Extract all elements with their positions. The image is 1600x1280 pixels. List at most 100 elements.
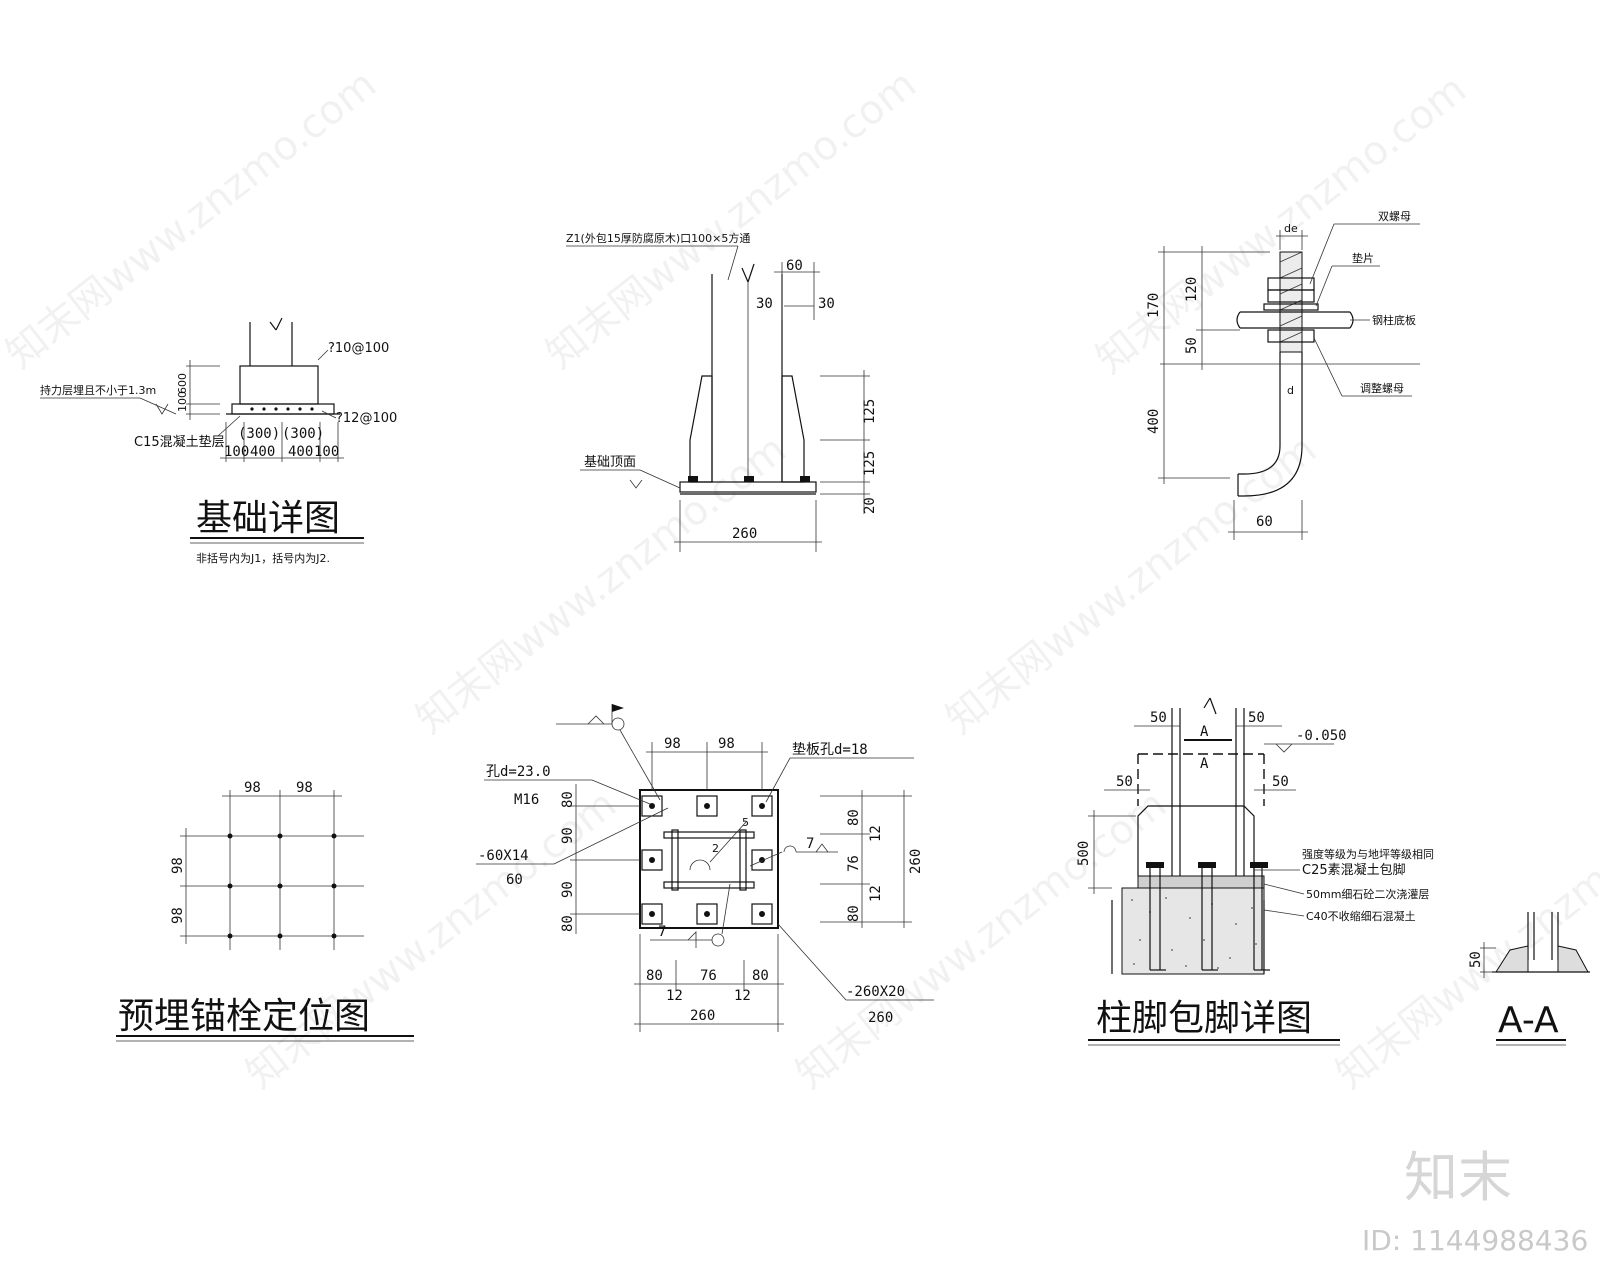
diagonal-watermarks: 知末网www.znzmo.com 知末网www.znzmo.com 知末网www… — [0, 61, 1600, 1098]
watermark-logo: 知末 — [1404, 1146, 1512, 1209]
plan-dim-bottom-12b: 12 — [734, 988, 751, 1004]
encasement-title: 柱脚包脚详图 — [1096, 998, 1312, 1039]
layout-dim-top-right: 98 — [296, 780, 313, 796]
svg-text:知末网www.znzmo.com: 知末网www.znzmo.com — [1328, 781, 1600, 1098]
dim-20: 20 — [862, 497, 878, 514]
rebar-top: ?10@100 — [328, 341, 389, 356]
plan-dim-top-left: 98 — [664, 736, 681, 752]
plate-label: -260X20 — [846, 984, 905, 1000]
label-double-nut: 双螺母 — [1378, 210, 1411, 223]
dim-30-left: 30 — [756, 296, 773, 312]
foundation-title: 基础详图 — [196, 498, 340, 539]
plate-width: 260 — [868, 1010, 893, 1026]
column-note: Z1(外包15厚防腐原木)口100×5方通 — [566, 231, 750, 245]
svg-text:知末网www.znzmo.com: 知末网www.znzmo.com — [938, 426, 1325, 743]
enc-dim-50b: 50 — [1248, 710, 1265, 726]
enc-dim-500: 500 — [1076, 841, 1092, 866]
dim-30-right: 30 — [818, 296, 835, 312]
dim-100-right: 100 — [314, 444, 339, 460]
watermark-id: ID: 1144988436 — [1362, 1224, 1588, 1257]
foundation-note: 非括号内为J1，括号内为J2. — [196, 551, 330, 565]
aa-title: A-A — [1498, 1000, 1559, 1041]
plan-dim-bottom-260: 260 — [690, 1008, 715, 1024]
plan-dim-bottom-80b: 80 — [752, 968, 769, 984]
svg-text:知末网www.znzmo.com: 知末网www.znzmo.com — [0, 61, 385, 378]
enc-dim-50d: 50 — [1272, 774, 1289, 790]
enc-dim-50c: 50 — [1116, 774, 1133, 790]
elevation-label: -0.050 — [1296, 728, 1347, 744]
dim-125-lower: 125 — [862, 451, 878, 476]
plan-dim-left-90b: 90 — [560, 881, 576, 898]
section-aa: 50 A-A — [1468, 912, 1590, 1046]
svg-text:知末网www.znzmo.com: 知末网www.znzmo.com — [788, 781, 1175, 1098]
label-washer: 垫片 — [1352, 251, 1374, 265]
label-base-plate: 钢柱底板 — [1372, 313, 1416, 327]
dim-400-right: 400 — [288, 444, 313, 460]
enc-note-1: 强度等级为与地坪等级相同 — [1302, 847, 1434, 861]
aa-dim-50: 50 — [1468, 951, 1484, 968]
hole-label: 孔d=23.0 — [486, 764, 551, 780]
rebar-bottom: ?12@100 — [336, 411, 397, 426]
layout-dim-left-upper: 98 — [170, 857, 186, 874]
bolt-holes — [641, 795, 773, 925]
dim-125-upper: 125 — [862, 399, 878, 424]
dim-100-left: 100 — [224, 444, 249, 460]
dim-60: 60 — [786, 258, 803, 274]
dim-260: 260 — [732, 526, 757, 542]
plan-dim-left-90a: 90 — [560, 827, 576, 844]
bolt-label: M16 — [514, 792, 539, 808]
label-adjust-nut: 调整螺母 — [1360, 381, 1404, 395]
washer-hole-label: 垫板孔d=18 — [792, 742, 868, 758]
dim-300-left: (300) — [238, 426, 280, 442]
section-mark-bottom: A — [1200, 756, 1209, 772]
dim-300-right: (300) — [282, 426, 324, 442]
dim-600: 600 — [176, 373, 189, 394]
plan-dim-left-80b: 80 — [560, 915, 576, 932]
enc-note-3: 50mm细石砼二次浇灌层 — [1306, 887, 1429, 901]
weld-7-right: 7 — [806, 836, 814, 852]
dim-400: 400 — [1146, 409, 1162, 434]
plan-dim-right-260: 260 — [908, 849, 924, 874]
plan-dim-right-12a: 12 — [868, 825, 884, 842]
de-label: de — [1284, 222, 1298, 235]
weld-2: 2 — [712, 842, 719, 855]
enc-note-4: C40不收缩细石混凝土 — [1306, 909, 1416, 923]
bearing-note: 持力层埋且不小于1.3m — [40, 383, 156, 397]
base-plate-plan: 98 98 孔d=23.0 M16 垫板孔d=18 -60X14 60 80 9… — [476, 704, 934, 1032]
weld-7-bottom: 7 — [658, 924, 666, 940]
stiffener-label: -60X14 — [478, 848, 529, 864]
plan-dim-right-80a: 80 — [846, 809, 862, 826]
svg-text:知末网www.znzmo.com: 知末网www.znzmo.com — [538, 61, 925, 378]
plan-dim-bottom-76: 76 — [700, 968, 717, 984]
stiffener-width: 60 — [506, 872, 523, 888]
dim-50: 50 — [1184, 337, 1200, 354]
enc-dim-50a: 50 — [1150, 710, 1167, 726]
anchor-layout-title: 预埋锚栓定位图 — [118, 996, 370, 1037]
plan-dim-bottom-12a: 12 — [666, 988, 683, 1004]
section-mark-top: A — [1200, 724, 1209, 740]
cushion-label: C15混凝土垫层 — [134, 434, 225, 450]
column-encasement-detail: A A 50 50 50 50 -0.050 500 强度等级为与地坪等级相同 … — [1076, 697, 1434, 1046]
dim-60-hook: 60 — [1256, 514, 1273, 530]
layout-dim-left-lower: 98 — [170, 907, 186, 924]
dim-170: 170 — [1146, 293, 1162, 318]
column-base-elevation: Z1(外包15厚防腐原木)口100×5方通 60 30 30 125 125 2… — [566, 231, 878, 552]
plan-dim-bottom-80a: 80 — [646, 968, 663, 984]
anchor-bolt-detail: 170 120 50 400 60 de d 双螺母 垫片 钢柱底板 调整螺母 — [1146, 210, 1420, 540]
dim-120: 120 — [1184, 277, 1200, 302]
foundation-detail: 100 600 持力层埋且不小于1.3m ?10@100 ?12@100 C15… — [40, 317, 397, 565]
anchor-layout: 98 98 98 98 预埋锚栓定位图 — [116, 780, 414, 1042]
svg-text:知末网www.znzmo.com: 知末网www.znzmo.com — [408, 426, 795, 743]
plan-dim-left-80: 80 — [560, 791, 576, 808]
foundation-top-label: 基础顶面 — [584, 455, 636, 470]
dim-400-left: 400 — [250, 444, 275, 460]
plan-dim-right-12b: 12 — [868, 885, 884, 902]
plan-dim-top-right: 98 — [718, 736, 735, 752]
d-label: d — [1287, 384, 1294, 397]
dim-100: 100 — [176, 391, 189, 412]
enc-note-2: C25素混凝土包脚 — [1302, 862, 1406, 878]
layout-dim-top-left: 98 — [244, 780, 261, 796]
plan-dim-right-76: 76 — [846, 855, 862, 872]
